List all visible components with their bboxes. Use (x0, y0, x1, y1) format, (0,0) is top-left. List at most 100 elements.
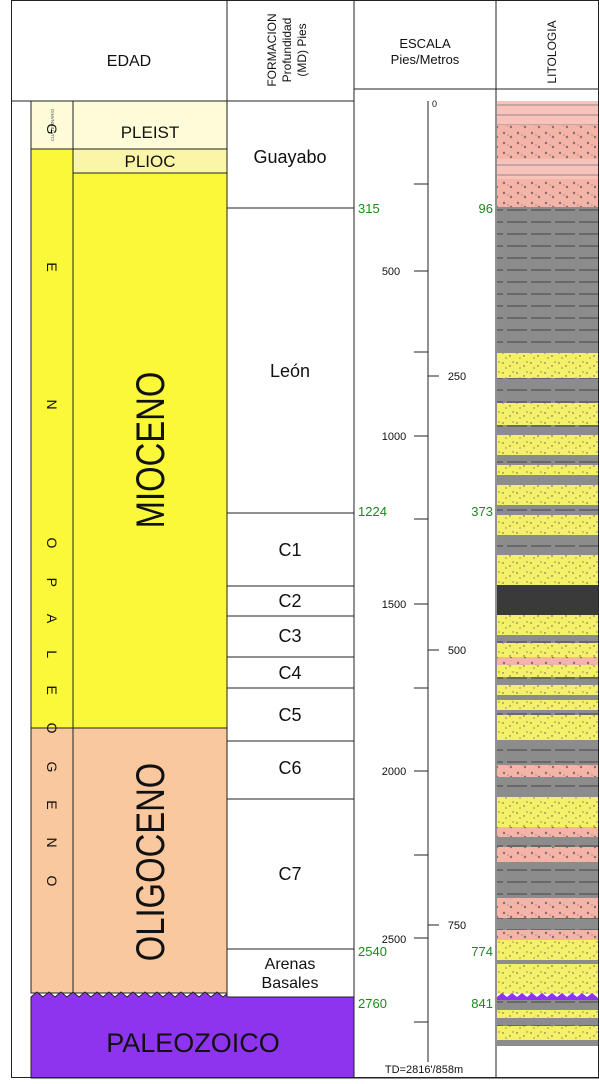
litho-shale (497, 1000, 599, 1010)
litho-sand (497, 700, 599, 710)
litho-sand (497, 403, 599, 425)
formation-leon-label: León (270, 361, 310, 381)
litho-shale (497, 837, 599, 847)
litho-sand (497, 435, 599, 455)
epoch-pleist-cell (72, 100, 228, 150)
top-meters-96: 96 (479, 201, 493, 216)
litho-red-shale (497, 101, 599, 125)
era-paleogeno-label: P A L E O G E N O (44, 578, 60, 899)
litho-shale (497, 505, 599, 515)
litho-red-sand (497, 847, 599, 862)
epoch-mioceno-label: MIOCENO (128, 372, 173, 529)
litho-sand (497, 1010, 599, 1018)
total-depth-label: TD=2816'/858m (385, 1064, 463, 1076)
litho-sand (497, 555, 599, 585)
top-feet-1224: 1224 (358, 504, 387, 519)
litho-shale (497, 1018, 599, 1026)
stratigraphic-column: EDAD FORMACION Profundidad (MD) Pies ESC… (11, 0, 599, 1084)
header-formacion-1: FORMACION (265, 13, 279, 86)
litho-sand (497, 615, 599, 635)
formation-c1-cell (226, 512, 355, 587)
column-svg: EDAD FORMACION Profundidad (MD) Pies ESC… (11, 0, 599, 1079)
litho-sand (497, 715, 599, 740)
litho-shale (497, 378, 599, 403)
formation-basales-label: Basales (262, 975, 319, 992)
litho-red-sand (497, 898, 599, 918)
litho-shale (497, 677, 599, 685)
feet-ticks (414, 183, 428, 1023)
litho-red-shale (497, 159, 599, 179)
meter-tick-750: 750 (448, 920, 466, 932)
top-feet-315: 315 (358, 201, 380, 216)
header-edad: EDAD (107, 53, 151, 70)
litho-shale (497, 777, 599, 797)
litho-sand (497, 1026, 599, 1040)
litho-red-sand (497, 179, 599, 207)
litho-sand (497, 465, 599, 475)
formation-c1-label: C1 (278, 540, 301, 560)
litho-shale (497, 918, 599, 930)
epoch-oligoceno-cell (72, 727, 228, 994)
epoch-pleist-label: PLEIST (121, 123, 180, 142)
formation-leon-cell (226, 207, 355, 514)
formation-c2-label: C2 (278, 591, 301, 611)
meter-ticks (428, 375, 439, 926)
litho-sand (497, 940, 599, 960)
formation-c6-label: C6 (278, 758, 301, 778)
top-feet-2540: 2540 (358, 944, 387, 959)
litho-sand (497, 964, 599, 994)
litho-shale (497, 960, 599, 964)
meter-tick-250: 250 (448, 371, 466, 383)
litho-red-sand (497, 827, 599, 837)
top-meters-841: 841 (471, 996, 493, 1011)
meter-tick-0: 0 (432, 99, 437, 109)
top-feet-2760: 2760 (358, 996, 387, 1011)
lithology-layers (497, 101, 599, 1046)
litho-sand (497, 643, 599, 657)
formation-c5-label: C5 (278, 705, 301, 725)
formation-c4-label: C4 (278, 663, 301, 683)
formation-c5-cell (226, 687, 355, 742)
litho-red-sand (497, 657, 599, 665)
feet-tick-1500: 1500 (382, 599, 406, 611)
header-escala-1: ESCALA (399, 36, 451, 51)
litho-shale (497, 455, 599, 465)
formation-arenas-label: Arenas (265, 956, 316, 973)
formation-c3-label: C3 (278, 626, 301, 646)
litho-sand (497, 515, 599, 535)
litho-sand (497, 665, 599, 677)
litho-shale (497, 207, 599, 353)
formation-guayabo-cell (226, 100, 355, 209)
formation-arenas-basales-cell (226, 948, 355, 998)
litho-shale (497, 1040, 599, 1046)
litho-red-sand (497, 125, 599, 159)
epoch-plioc-cell (72, 148, 228, 174)
era-cuaternario-cell (30, 100, 74, 150)
epoch-plioc-label: PLIOC (124, 152, 175, 171)
epoch-paleozoico-label: PALEOZOICO (106, 1028, 280, 1058)
litho-shale (497, 862, 599, 898)
formation-c7-cell (226, 798, 355, 950)
litho-shale (497, 710, 599, 715)
litho-shale (497, 695, 599, 700)
litho-sand (497, 685, 599, 695)
meter-tick-500: 500 (448, 645, 466, 657)
feet-tick-2000: 2000 (382, 766, 406, 778)
litho-red-sand (497, 930, 599, 940)
litho-red-sand (497, 765, 599, 777)
feet-tick-2500: 2500 (382, 934, 406, 946)
feet-tick-500: 500 (382, 266, 400, 278)
header-formacion-3: (MD) Pies (295, 23, 309, 76)
litho-sand (497, 797, 599, 827)
scale-column (353, 88, 497, 1079)
litho-dark-shale (497, 585, 599, 615)
litho-sand (497, 485, 599, 505)
litho-unconformity (497, 993, 599, 1000)
header-litologia: LITOLOGIA (545, 20, 559, 83)
formation-c3-cell (226, 615, 355, 658)
formation-c7-label: C7 (278, 864, 301, 884)
era-neogeno-label: N E O G E N O (44, 0, 60, 610)
formation-c6-cell (226, 740, 355, 800)
era-neogeno-cell (30, 148, 74, 729)
epoch-oligoceno-label: OLIGOCENO (128, 763, 173, 962)
